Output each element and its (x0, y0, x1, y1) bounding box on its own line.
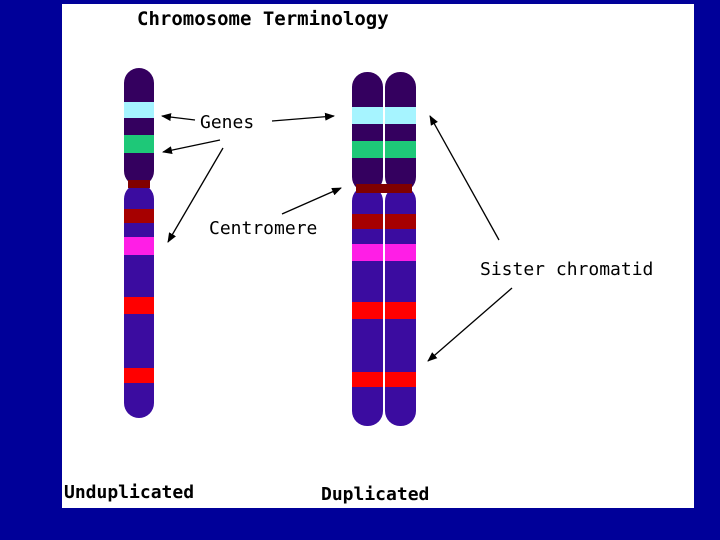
pointer-arrows (161, 112, 513, 362)
genes-arrow-lower (167, 147, 224, 243)
gene-band-magenta (385, 244, 416, 261)
gene-band-cyan (352, 107, 383, 124)
gene-band-cyan (385, 107, 416, 124)
sister-chromatid-arrow-lower (427, 287, 513, 362)
centromere-band (128, 180, 150, 188)
centromere-band (356, 184, 412, 193)
centromere-label: Centromere (209, 218, 317, 239)
gene-band-magenta (352, 244, 383, 261)
gene-band-green (352, 141, 383, 158)
genes-label: Genes (200, 112, 254, 133)
gene-band-magenta (124, 237, 154, 255)
unduplicated-chromosome (124, 68, 154, 418)
unduplicated-label: Unduplicated (64, 482, 194, 503)
right-chromatid-upper (385, 72, 416, 192)
sister-chromatid-arrow-upper (429, 115, 500, 241)
centromere-arrow (281, 187, 342, 215)
band-red-2 (124, 368, 154, 383)
band-red-2 (352, 372, 383, 387)
duplicated-chromosome (352, 72, 416, 426)
band-red-2 (385, 372, 416, 387)
genes-arrow-upper (161, 113, 196, 122)
band-darkred (352, 214, 383, 229)
chromosome-arm-upper (124, 68, 154, 186)
left-chromatid-upper (352, 72, 383, 192)
gene-band-green (385, 141, 416, 158)
genes-arrow-middle (162, 139, 221, 155)
band-red-1 (124, 297, 154, 314)
duplicated-label: Duplicated (321, 484, 429, 505)
band-darkred (124, 209, 154, 223)
gene-band-green (124, 135, 154, 153)
diagram-title: Chromosome Terminology (137, 8, 389, 30)
gene-band-cyan (124, 102, 154, 118)
band-darkred (385, 214, 416, 229)
genes-arrow-right (271, 112, 335, 122)
sister-chromatid-label: Sister chromatid (480, 259, 653, 280)
band-red-1 (352, 302, 383, 319)
band-red-1 (385, 302, 416, 319)
